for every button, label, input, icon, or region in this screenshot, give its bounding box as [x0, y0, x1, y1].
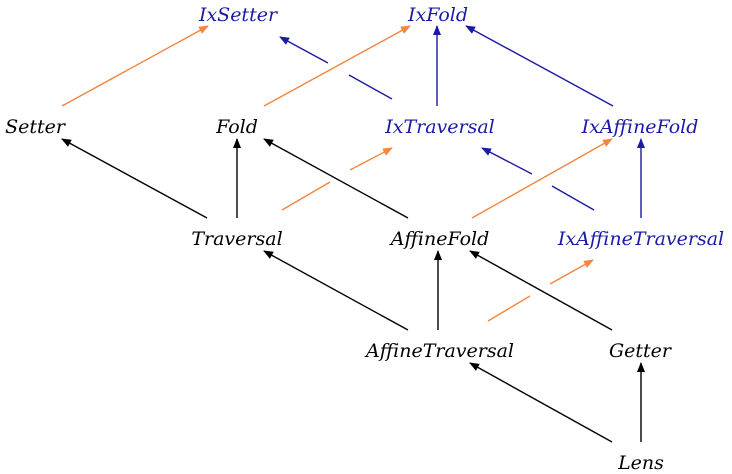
edge-traversal-to-ixtraversal: [349, 147, 393, 171]
edge-traversal-to-setter: [61, 138, 208, 219]
edge-lens-to-affinetraversal: [469, 362, 613, 443]
edge-affinetraversal-to-ixaffinetraversal: [549, 259, 594, 285]
edge-affinetraversal-to-traversal: [263, 250, 409, 331]
edge-getter-to-affinefold: [469, 250, 613, 331]
node-affinefold: AffineFold: [389, 228, 490, 250]
edge-ixaffinetraversal-to-ixtraversal: [481, 147, 533, 175]
node-ixaffinetraversal: IxAffineTraversal: [557, 228, 724, 250]
node-setter: Setter: [5, 116, 67, 138]
edge-traversal-to-ixtraversal: [281, 181, 331, 211]
edge-fold-to-ixfold: [263, 25, 411, 107]
node-affinetraversal: AffineTraversal: [364, 340, 514, 362]
node-ixaffinefold: IxAffineFold: [581, 116, 699, 138]
edge-affinetraversal-to-ixaffinetraversal: [487, 295, 531, 322]
edge-ixtraversal-to-ixsetter: [279, 36, 329, 64]
node-ixsetter: IxSetter: [198, 4, 279, 26]
node-fold: Fold: [215, 116, 258, 138]
edge-ixaffinetraversal-to-ixtraversal: [551, 185, 595, 211]
node-ixtraversal: IxTraversal: [384, 116, 495, 138]
edge-affinefold-to-ixaffinefold: [471, 138, 613, 219]
node-getter: Getter: [609, 340, 673, 362]
node-ixfold: IxFold: [407, 4, 468, 26]
edge-affinefold-to-fold: [263, 138, 409, 219]
edge-setter-to-ixsetter: [61, 25, 209, 107]
node-lens: Lens: [617, 452, 664, 474]
edge-ixaffinefold-to-ixfold: [465, 25, 614, 107]
edges-layer: [61, 25, 645, 443]
node-traversal: Traversal: [191, 228, 282, 250]
edge-ixtraversal-to-ixsetter: [348, 74, 393, 100]
